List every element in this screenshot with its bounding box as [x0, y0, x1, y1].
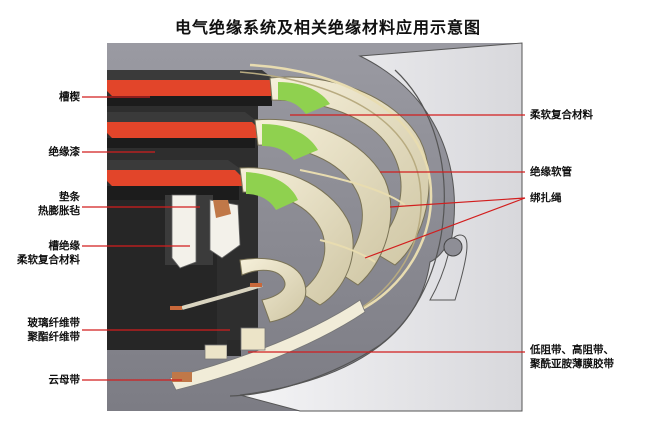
label-insulating-sleeve: 绝缘软管 [530, 166, 572, 178]
red-wedge-2 [107, 122, 260, 138]
diagram-title: 电气绝缘系统及相关绝缘材料应用示意图 [174, 18, 481, 37]
label-slot-insulation: 槽绝缘 [48, 240, 81, 252]
spacer-piece [171, 194, 197, 269]
terminal-block-3 [240, 327, 266, 351]
leader-binding-cord-a [389, 197, 526, 208]
label-binding-cord: 绑扎绳 [530, 192, 562, 204]
binding-cord-2 [239, 71, 422, 313]
coil-2 [254, 118, 392, 286]
green-insulation-1 [278, 82, 330, 114]
binding-cord-4 [319, 239, 376, 263]
coil-1 [269, 76, 430, 266]
label-polyimide-film-tape: 聚酰亚胺薄膜胶带 [530, 358, 614, 370]
terminal-brown [172, 372, 192, 382]
binding-cord-3 [299, 169, 406, 206]
label-thermal-expansion-felt: 热膨胀毡 [38, 205, 80, 217]
frame-bolt-hole [443, 237, 463, 257]
green-insulation-2 [262, 124, 318, 160]
leader-binding-cord-b [364, 197, 526, 259]
lead-wire-1 [181, 283, 263, 310]
terminal-block-1 [204, 344, 228, 360]
coil-3 [239, 167, 354, 306]
label-spacer: 垫条 [59, 191, 80, 203]
label-polyester-fiber-tape: 聚酯纤维带 [27, 331, 81, 343]
label-insulating-varnish: 绝缘漆 [48, 146, 81, 158]
felt-brown [213, 200, 231, 218]
binding-cord-1 [249, 63, 433, 312]
stator-frame [239, 42, 523, 412]
label-resistance-tapes: 低阻带、高阻带、 [530, 344, 614, 356]
label-flexible-composite-left: 柔软复合材料 [17, 254, 80, 266]
coil-4 [239, 257, 307, 323]
varnish-bar-2 [107, 138, 255, 148]
label-flexible-composite-right: 柔软复合材料 [530, 109, 593, 121]
red-wedge-3 [107, 170, 243, 186]
leader-lines [82, 96, 526, 381]
red-wedge-1 [107, 80, 278, 96]
label-slot-wedge: 槽楔 [59, 91, 80, 103]
terminal-strip [169, 299, 366, 391]
frame-edge [229, 69, 445, 397]
green-insulation-3 [246, 172, 298, 210]
label-mica-tape: 云母带 [48, 374, 81, 386]
label-glass-fiber-tape: 玻璃纤维带 [27, 317, 81, 329]
varnish-bar-1 [107, 96, 272, 106]
terminal-block-2 [227, 340, 241, 356]
